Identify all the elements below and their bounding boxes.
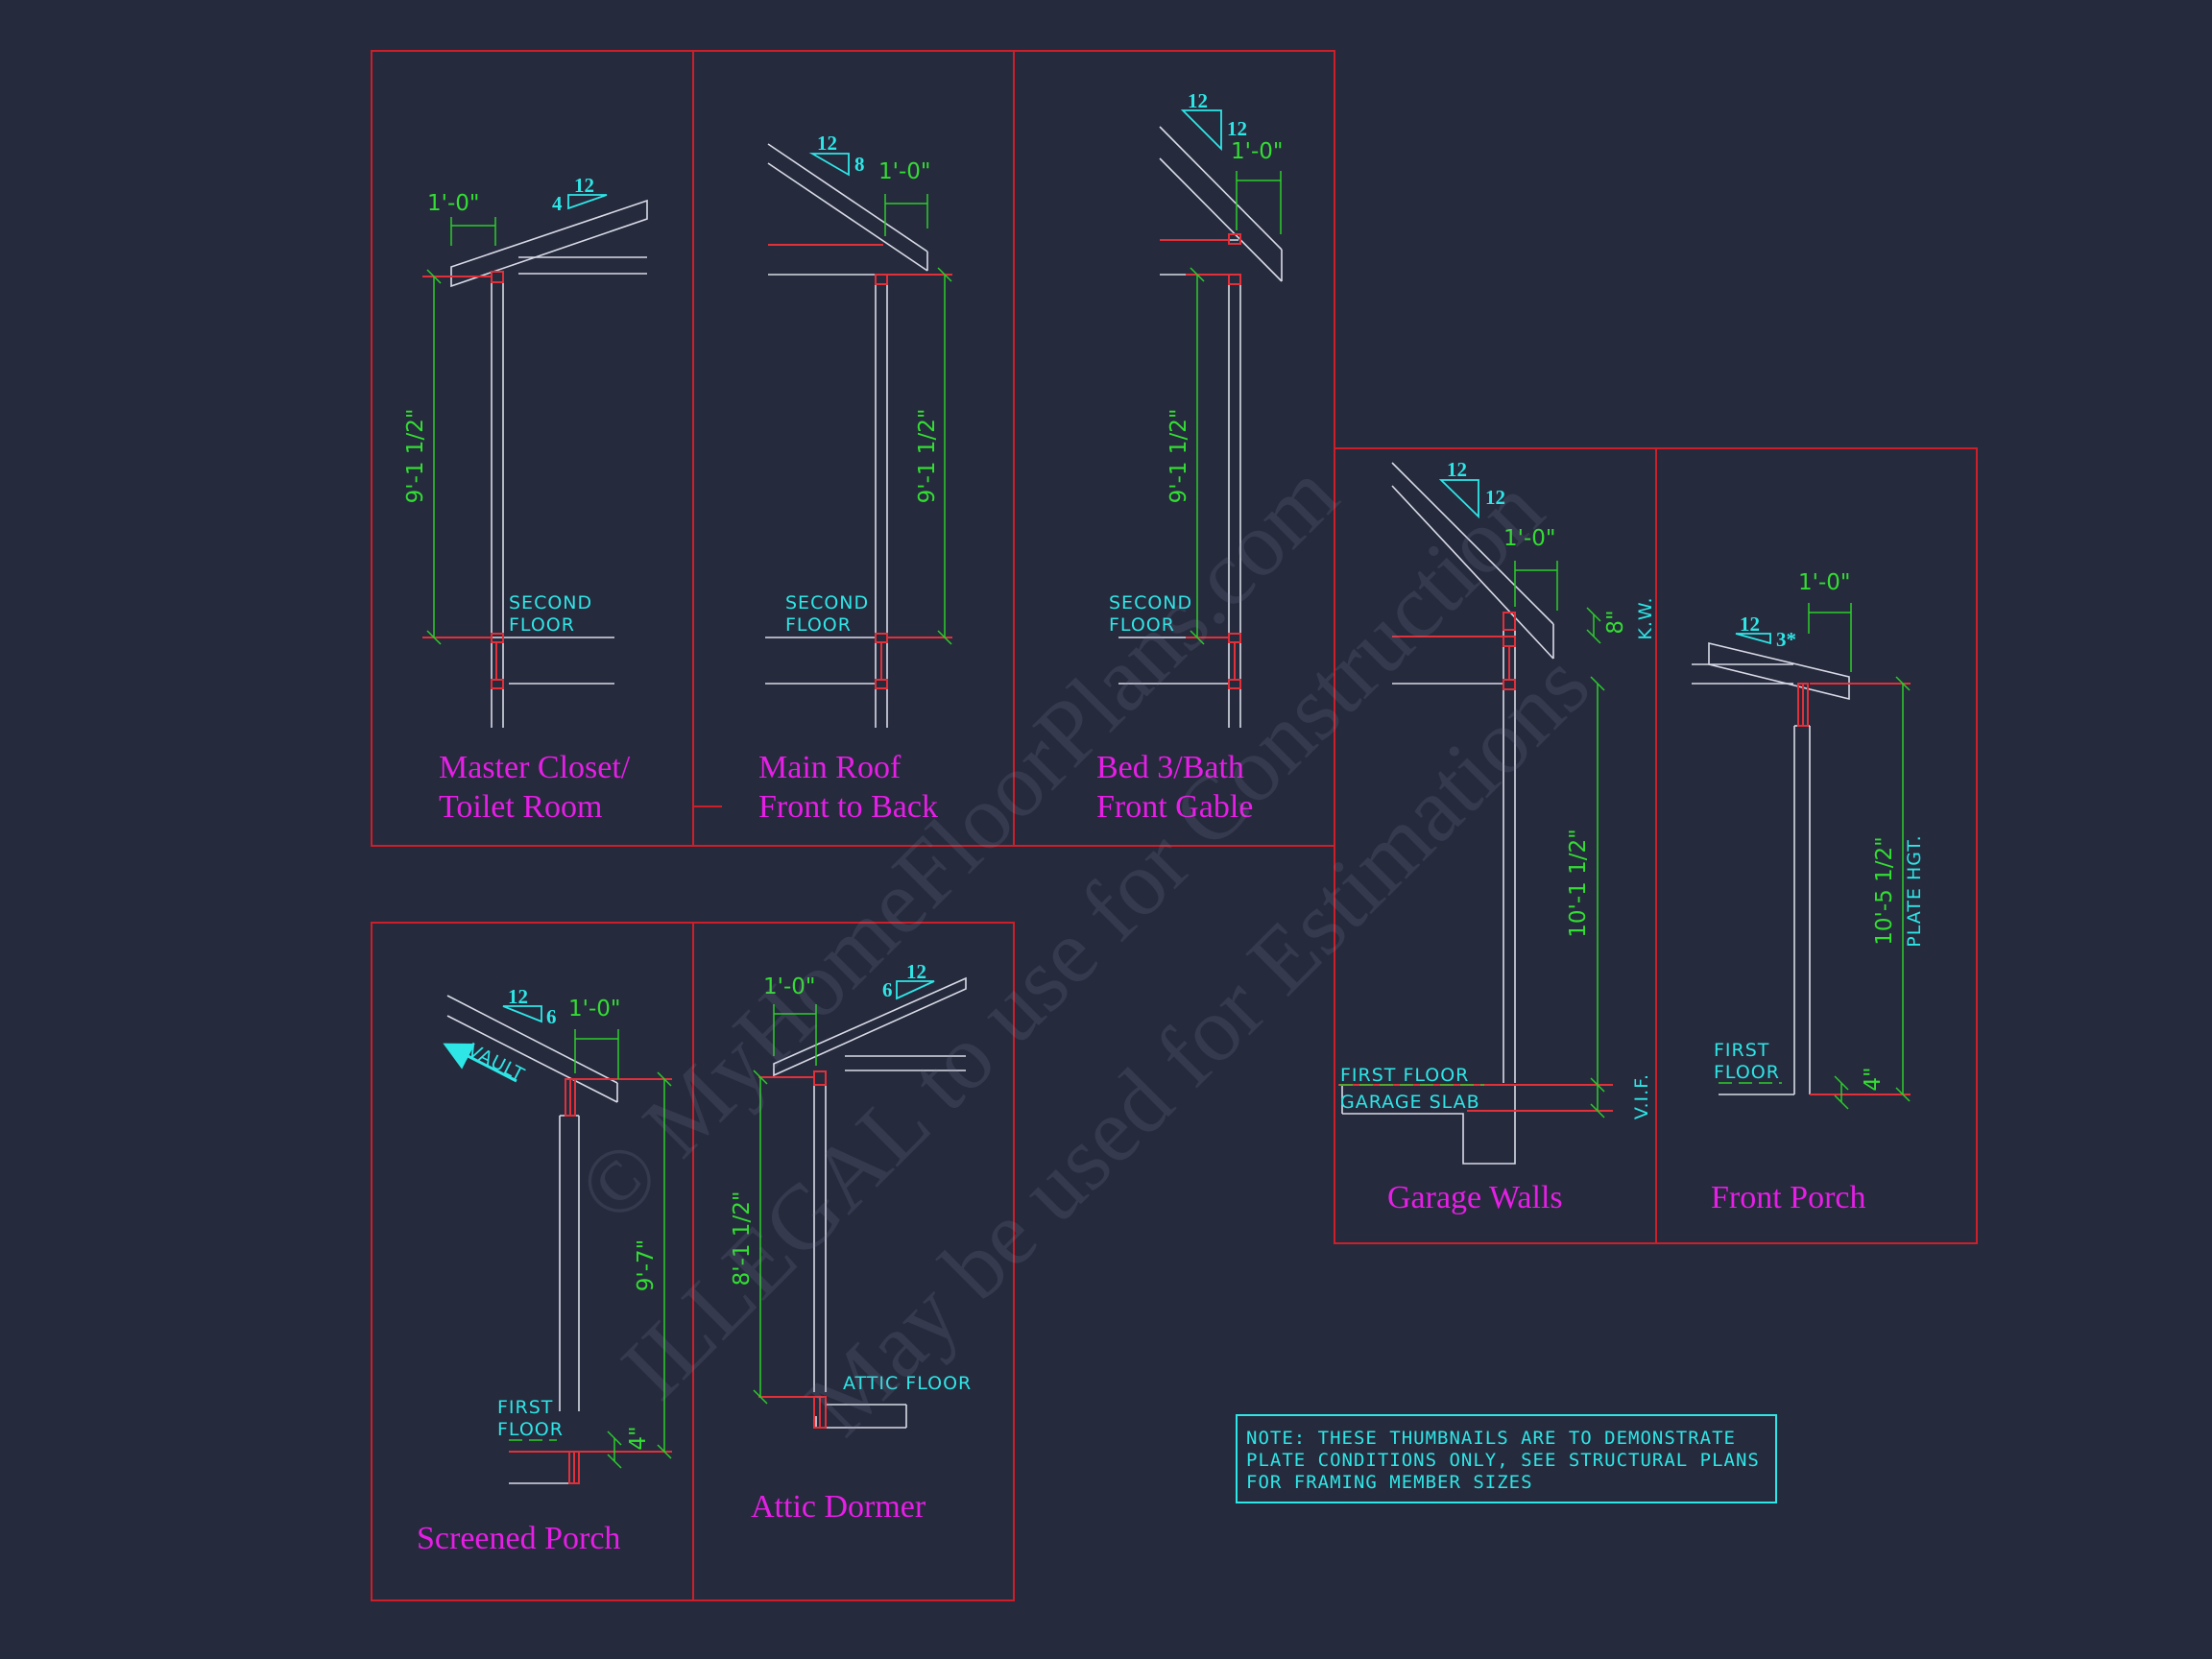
- screened-porch-pitch-icon: [502, 1005, 542, 1023]
- attic-dormer-framing: [773, 976, 967, 1429]
- garage-vif-label: V.I.F.: [1631, 1073, 1652, 1119]
- garage-kw-dim: 8": [1603, 610, 1628, 634]
- main-roof-floor-label-2: FLOOR: [785, 614, 852, 636]
- front-porch-pitch-run: 12: [1740, 613, 1760, 636]
- front-porch-dimensions: [1719, 603, 1911, 1110]
- note-line-1: NOTE: THESE THUMBNAILS ARE TO DEMONSTRAT…: [1246, 1428, 1736, 1449]
- screened-porch-overhang-dim: 1'-0": [568, 997, 620, 1022]
- screened-porch-framing: [446, 995, 618, 1484]
- garage-dimensions: [1339, 561, 1605, 1118]
- screened-porch-wall-height-dim: 9'-7": [634, 1239, 659, 1291]
- panel-front-porch: 12 3* 1'-0" 10'-5 1/2" PLATE HGT. 4" FIR…: [1692, 570, 1925, 1215]
- bed3-pitch-rise: 12: [1227, 117, 1247, 140]
- main-roof-framing: [765, 143, 928, 728]
- main-roof-wall-height-dim: 9'-1 1/2": [915, 409, 940, 504]
- panel-attic-dormer: 12 6 1'-0" 8'-1 1/2" ATTIC FLOOR Attic D…: [730, 960, 972, 1525]
- master-closet-dimensions: [426, 217, 496, 645]
- bed3-plates: [1160, 233, 1241, 689]
- bed3-wall-height-dim: 9'-1 1/2": [1166, 409, 1191, 504]
- garage-pitch-run: 12: [1447, 458, 1467, 481]
- bed3-overhang-dim: 1'-0": [1231, 139, 1283, 164]
- attic-dormer-title: Attic Dormer: [751, 1489, 926, 1525]
- panel-screened-porch: 12 6 1'-0" VAULT 9'-7" 4" FIRST FLOOR Sc…: [417, 985, 672, 1556]
- screened-porch-title: Screened Porch: [417, 1521, 620, 1556]
- garage-slab-label: GARAGE SLAB: [1340, 1092, 1480, 1113]
- master-closet-pitch-run: 12: [574, 174, 594, 197]
- front-porch-title: Front Porch: [1711, 1180, 1866, 1215]
- master-closet-overhang-dim: 1'-0": [427, 191, 479, 216]
- plate-conditions-note: NOTE: THESE THUMBNAILS ARE TO DEMONSTRAT…: [1236, 1414, 1777, 1503]
- bed3-floor-label-2: FLOOR: [1109, 614, 1175, 636]
- screened-porch-floor-label-1: FIRST: [497, 1397, 553, 1418]
- garage-pitch-icon: [1438, 479, 1479, 519]
- vault-arrow: [443, 1043, 517, 1083]
- front-porch-pitch-rise: 3*: [1776, 628, 1796, 651]
- master-closet-framing: [450, 199, 648, 728]
- attic-dormer-pitch-icon: [896, 980, 935, 1000]
- attic-dormer-wall-height-dim: 8'-1 1/2": [730, 1191, 755, 1286]
- bed3-pitch-run: 12: [1188, 89, 1208, 112]
- screened-porch-dimensions: [509, 1029, 672, 1469]
- watermark: © MyHomeFloorPlans.com ILLEGAL to use fo…: [558, 443, 1608, 1455]
- screened-porch-step-dim: 4": [626, 1426, 651, 1450]
- note-line-2: PLATE CONDITIONS ONLY, SEE STRUCTURAL PL…: [1246, 1450, 1760, 1471]
- panel-master-closet: 12 4 1'-0" 9'-1 1/2" SECOND FLOOR Master…: [403, 174, 648, 825]
- garage-kw-label: K.W.: [1635, 596, 1656, 639]
- main-roof-dimensions: [884, 194, 952, 645]
- master-closet-wall-height-dim: 9'-1 1/2": [403, 409, 428, 504]
- main-roof-title-1: Main Roof: [758, 750, 902, 785]
- main-roof-floor-label-1: SECOND: [785, 592, 869, 613]
- screened-porch-pitch-rise: 6: [546, 1005, 557, 1028]
- front-porch-framing: [1692, 641, 1850, 1095]
- panel-frames: [371, 50, 1978, 1601]
- bed3-title-1: Bed 3/Bath: [1096, 750, 1244, 785]
- panel-garage-walls: 12 12 1'-0" 10'-1 1/2" 8" K.W. V.I.F. FI…: [1338, 458, 1656, 1215]
- front-porch-step-dim: 4": [1861, 1067, 1886, 1091]
- vault-label: VAULT: [465, 1040, 528, 1086]
- bed3-title-2: Front Gable: [1096, 789, 1253, 825]
- screened-porch-plates: [509, 1078, 672, 1484]
- master-closet-floor-label-2: FLOOR: [509, 614, 575, 636]
- attic-floor-label: ATTIC FLOOR: [843, 1373, 972, 1394]
- attic-dormer-pitch-rise: 6: [882, 978, 893, 1001]
- note-line-3: FOR FRAMING MEMBER SIZES: [1246, 1472, 1533, 1493]
- main-roof-pitch-rise: 8: [854, 153, 865, 176]
- master-closet-title-1: Master Closet/: [439, 750, 631, 785]
- panel-bed3-bath: 12 12 1'-0" 9'-1 1/2" SECOND FLOOR Bed 3…: [1096, 89, 1283, 825]
- main-roof-pitch-icon: [808, 153, 850, 177]
- screened-porch-pitch-run: 12: [508, 985, 528, 1008]
- master-closet-pitch-rise: 4: [552, 192, 563, 215]
- bed3-floor-label-1: SECOND: [1109, 592, 1192, 613]
- garage-overhang-dim: 1'-0": [1503, 526, 1555, 551]
- front-porch-pitch-icon: [1735, 633, 1771, 645]
- main-roof-title-2: Front to Back: [758, 789, 938, 825]
- main-roof-overhang-dim: 1'-0": [878, 159, 930, 184]
- master-closet-floor-label-1: SECOND: [509, 592, 592, 613]
- main-roof-plates: [768, 244, 952, 689]
- master-closet-pitch-icon: [567, 194, 608, 210]
- front-porch-plate-label: PLATE HGT.: [1904, 834, 1925, 947]
- bed3-pitch-icon: [1180, 109, 1222, 152]
- front-porch-overhang-dim: 1'-0": [1798, 570, 1850, 595]
- garage-pitch-rise: 12: [1485, 486, 1505, 509]
- front-porch-floor-label-1: FIRST: [1714, 1040, 1769, 1061]
- front-porch-plates: [1797, 683, 1911, 1095]
- watermark-line-2: ILLEGAL to use for Construction: [602, 458, 1563, 1419]
- front-porch-floor-label-2: FLOOR: [1714, 1062, 1780, 1083]
- garage-wall-height-dim: 10'-1 1/2": [1566, 829, 1591, 937]
- attic-dormer-overhang-dim: 1'-0": [763, 974, 815, 999]
- garage-framing: [1341, 462, 1554, 1165]
- screened-porch-floor-label-2: FLOOR: [497, 1419, 564, 1440]
- attic-dormer-dimensions: [753, 1004, 817, 1405]
- front-porch-wall-height-dim: 10'-5 1/2": [1872, 836, 1897, 945]
- attic-dormer-pitch-run: 12: [906, 960, 926, 983]
- attic-dormer-plates: [758, 1070, 827, 1429]
- garage-first-floor-label: FIRST FLOOR: [1340, 1065, 1469, 1086]
- master-closet-title-2: Toilet Room: [439, 789, 602, 825]
- panel-main-roof: 12 8 1'-0" 9'-1 1/2" SECOND FLOOR Main R…: [758, 132, 952, 825]
- main-roof-pitch-run: 12: [817, 132, 837, 155]
- garage-title: Garage Walls: [1387, 1180, 1563, 1215]
- bed3-dimensions: [1190, 171, 1282, 645]
